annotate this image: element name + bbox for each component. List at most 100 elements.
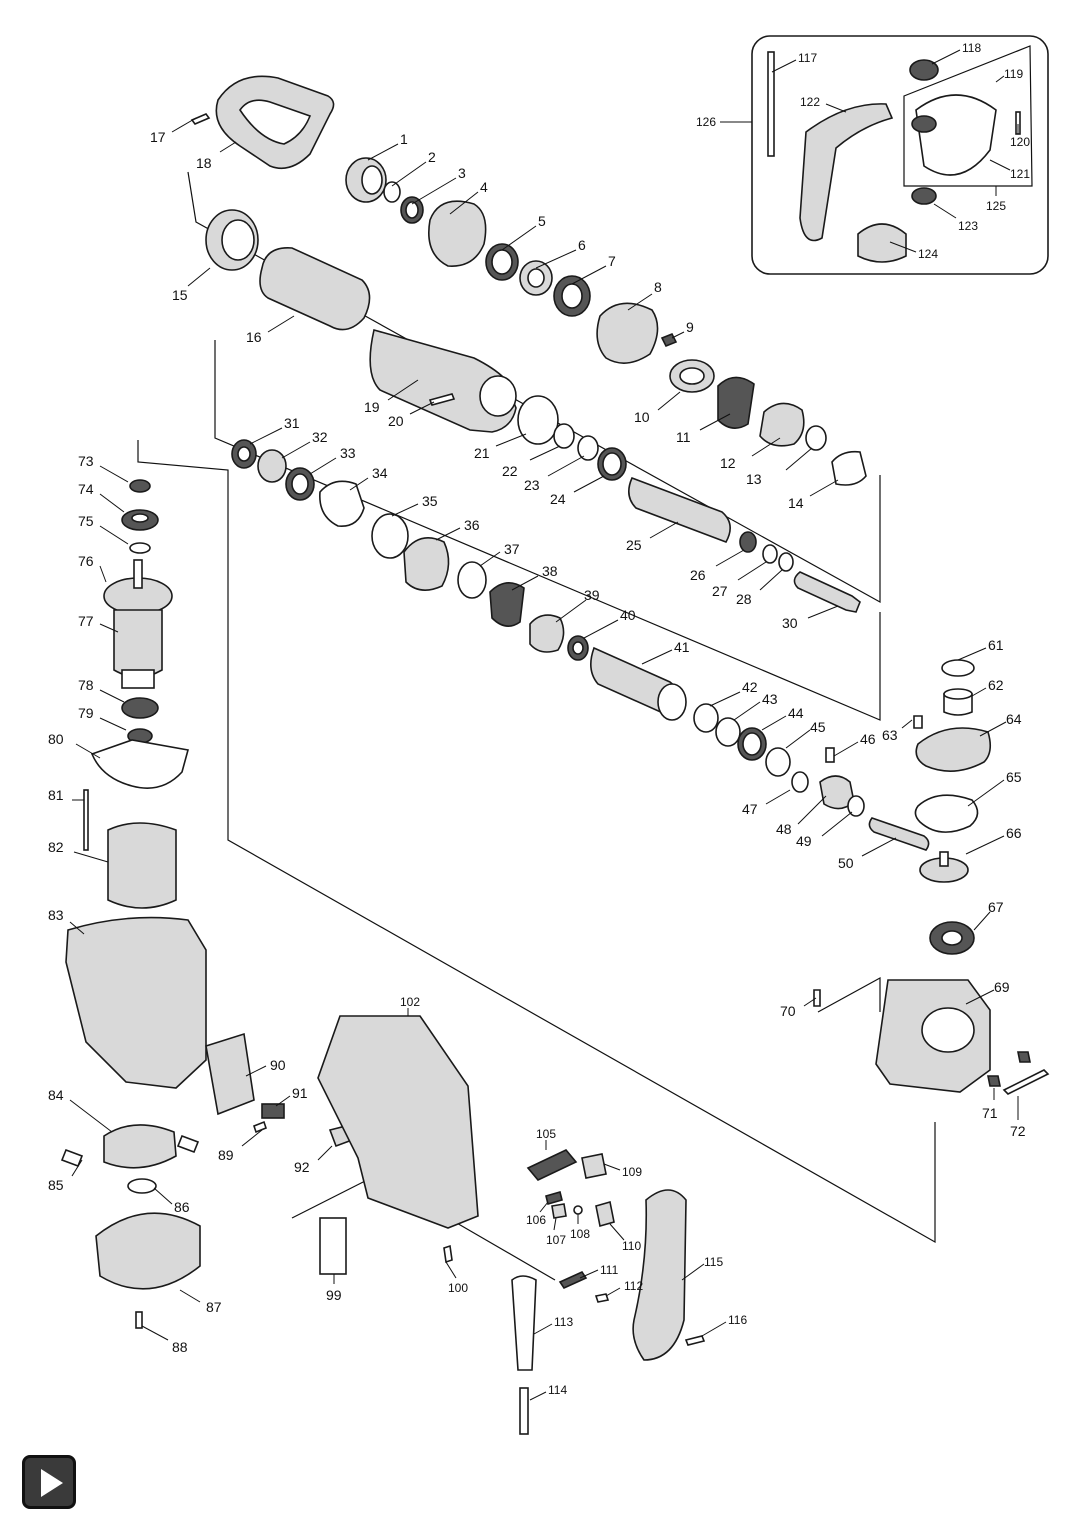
callout-106: 106	[526, 1213, 546, 1227]
callout-122: 122	[800, 95, 820, 109]
callout-66: 66	[1006, 825, 1022, 841]
callout-48: 48	[776, 821, 792, 837]
callout-61: 61	[988, 637, 1004, 653]
callout-34: 34	[372, 465, 388, 481]
callout-6: 6	[578, 237, 586, 253]
callout-46: 46	[860, 731, 876, 747]
callout-4: 4	[480, 179, 488, 195]
callout-85: 85	[48, 1177, 64, 1193]
callout-41: 41	[674, 639, 690, 655]
callout-40: 40	[620, 607, 636, 623]
callout-87: 87	[206, 1299, 222, 1315]
play-icon	[41, 1469, 63, 1497]
callout-64: 64	[1006, 711, 1022, 727]
callout-28: 28	[736, 591, 752, 607]
callout-2: 2	[428, 149, 436, 165]
callout-79: 79	[78, 705, 94, 721]
callout-labels: 1 2 3 4 5 6 7 8 9 10 11 12 13 14 15 16 1…	[48, 41, 1030, 1397]
callout-117: 117	[798, 51, 817, 65]
callout-63: 63	[882, 727, 898, 743]
crank-gear-parts	[791, 659, 1050, 1095]
callout-35: 35	[422, 493, 438, 509]
callout-121: 121	[1010, 167, 1030, 181]
callout-49: 49	[796, 833, 812, 849]
callout-25: 25	[626, 537, 642, 553]
callout-47: 47	[742, 801, 758, 817]
callout-111: 111	[600, 1263, 619, 1277]
callout-74: 74	[78, 481, 94, 497]
callout-119: 119	[1004, 67, 1023, 81]
callout-125: 125	[986, 199, 1006, 213]
callout-26: 26	[690, 567, 706, 583]
housing-parts	[205, 1015, 706, 1435]
callout-12: 12	[720, 455, 736, 471]
callout-83: 83	[48, 907, 64, 923]
callout-13: 13	[746, 471, 762, 487]
callout-75: 75	[78, 513, 94, 529]
callout-69: 69	[994, 979, 1010, 995]
callout-81: 81	[48, 787, 64, 803]
middle-barrel-parts	[231, 439, 791, 777]
callout-38: 38	[542, 563, 558, 579]
callout-109: 109	[622, 1165, 642, 1179]
callout-72: 72	[1010, 1123, 1026, 1139]
callout-65: 65	[1006, 769, 1022, 785]
motor-parts	[60, 479, 207, 1329]
callout-14: 14	[788, 495, 804, 511]
callout-42: 42	[742, 679, 758, 695]
callout-15: 15	[172, 287, 188, 303]
play-button[interactable]	[22, 1455, 76, 1509]
callout-8: 8	[654, 279, 662, 295]
callout-82: 82	[48, 839, 64, 855]
callout-102: 102	[400, 995, 420, 1009]
callout-32: 32	[312, 429, 328, 445]
callout-62: 62	[988, 677, 1004, 693]
callout-30: 30	[782, 615, 798, 631]
callout-5: 5	[538, 213, 546, 229]
callout-16: 16	[246, 329, 262, 345]
callout-23: 23	[524, 477, 540, 493]
callout-3: 3	[458, 165, 466, 181]
callout-50: 50	[838, 855, 854, 871]
callout-27: 27	[712, 583, 728, 599]
callout-77: 77	[78, 613, 94, 629]
callout-100: 100	[448, 1281, 468, 1295]
callout-73: 73	[78, 453, 94, 469]
callout-84: 84	[48, 1087, 64, 1103]
callout-21: 21	[474, 445, 490, 461]
callout-9: 9	[686, 319, 694, 335]
callout-86: 86	[174, 1199, 190, 1215]
callout-124: 124	[918, 247, 938, 261]
side-handle-inset	[751, 35, 1049, 275]
callout-76: 76	[78, 553, 94, 569]
callout-89: 89	[218, 1147, 234, 1163]
callout-91: 91	[292, 1085, 308, 1101]
callout-88: 88	[172, 1339, 188, 1355]
callout-18: 18	[196, 155, 212, 171]
callout-31: 31	[284, 415, 300, 431]
callout-19: 19	[364, 399, 380, 415]
callout-105: 105	[536, 1127, 556, 1141]
callout-115: 115	[704, 1255, 723, 1269]
callout-37: 37	[504, 541, 520, 557]
callout-43: 43	[762, 691, 778, 707]
callout-45: 45	[810, 719, 826, 735]
callout-78: 78	[78, 677, 94, 693]
callout-10: 10	[634, 409, 650, 425]
upper-barrel-parts	[190, 75, 867, 613]
callout-1: 1	[400, 131, 408, 147]
callout-44: 44	[788, 705, 804, 721]
callout-80: 80	[48, 731, 64, 747]
callout-120: 120	[1010, 135, 1030, 149]
callout-36: 36	[464, 517, 480, 533]
callout-7: 7	[608, 253, 616, 269]
callout-70: 70	[780, 1003, 796, 1019]
leader-lines	[69, 49, 1019, 1401]
callout-11: 11	[676, 429, 691, 445]
callout-123: 123	[958, 219, 978, 233]
callout-39: 39	[584, 587, 600, 603]
callout-67: 67	[988, 899, 1004, 915]
callout-33: 33	[340, 445, 356, 461]
callout-92: 92	[294, 1159, 310, 1175]
